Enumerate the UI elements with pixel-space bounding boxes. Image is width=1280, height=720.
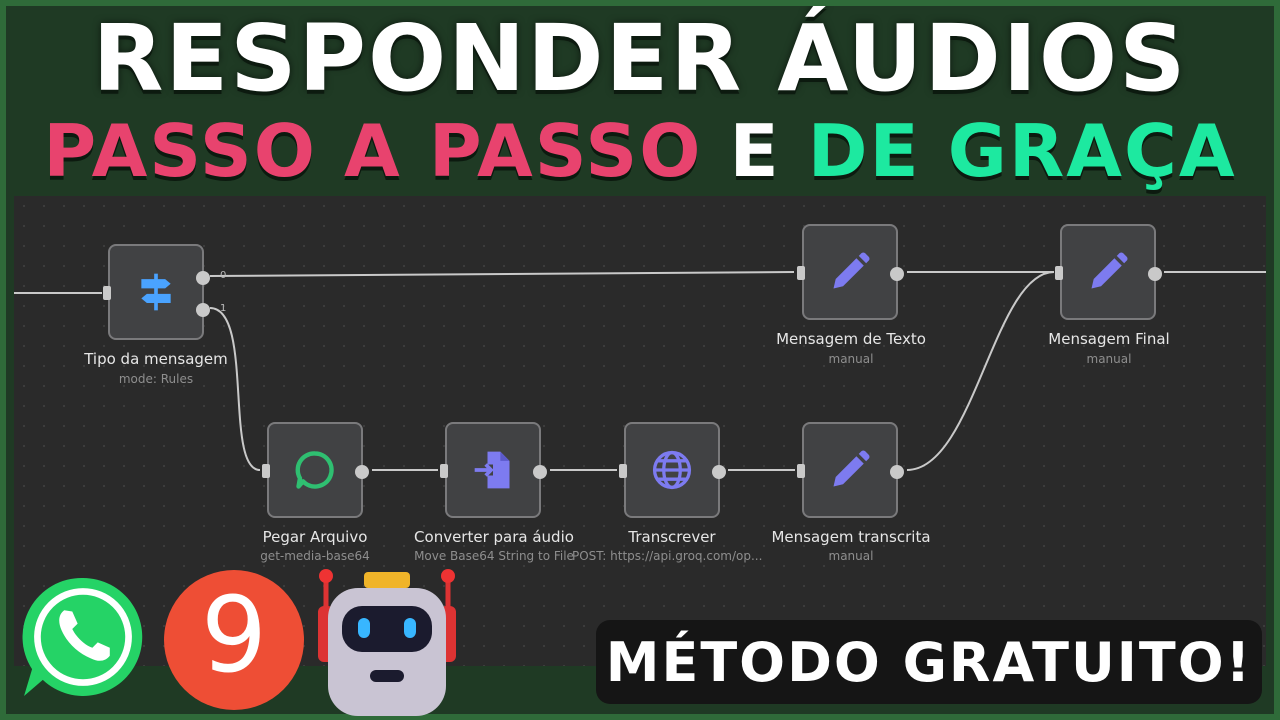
workflow-connections: [14, 271, 1266, 471]
node-sublabel: manual: [828, 549, 874, 563]
output-port-0[interactable]: [196, 271, 210, 285]
signpost-icon: [141, 273, 171, 311]
node-sublabel: manual: [1086, 352, 1132, 366]
node-label: Mensagem Final: [1048, 330, 1170, 348]
input-port[interactable]: [103, 286, 111, 300]
output-port[interactable]: [890, 267, 904, 281]
node-tipo-da-mensagem[interactable]: 0 1: [103, 244, 226, 340]
node-label: Transcrever: [628, 528, 716, 546]
connection-router-0-texto: [209, 271, 795, 277]
input-port[interactable]: [262, 464, 270, 478]
output-port[interactable]: [1148, 267, 1162, 281]
input-port[interactable]: [797, 266, 805, 280]
output-port[interactable]: [712, 465, 726, 479]
node-mensagem-de-texto[interactable]: [797, 224, 904, 320]
headline-passo-a-passo: PASSO A PASSO: [43, 109, 703, 193]
node-mensagem-transcrita[interactable]: [797, 422, 904, 518]
output-port[interactable]: [533, 465, 547, 479]
node-transcrever[interactable]: [619, 422, 726, 518]
output-port-1[interactable]: [196, 303, 210, 317]
metodo-gratuito-badge: MÉTODO GRATUITO!: [596, 620, 1262, 704]
pencil-icon: [833, 450, 870, 487]
node-sublabel: POST: https://api.groq.com/op...: [572, 549, 763, 563]
whatsapp-logo-icon: [22, 578, 143, 696]
file-import-icon: [474, 451, 510, 489]
output-label-0: 0: [220, 270, 227, 281]
headline-line1: RESPONDER ÁUDIOS: [92, 5, 1188, 112]
node-label: Mensagem transcrita: [771, 528, 931, 546]
node-label: Pegar Arquivo: [262, 528, 368, 546]
node-label: Tipo da mensagem: [84, 350, 228, 368]
node-mensagem-final[interactable]: [1055, 224, 1162, 320]
input-port[interactable]: [440, 464, 448, 478]
output-port[interactable]: [890, 465, 904, 479]
connection-router-1-pegar: [209, 307, 261, 471]
pencil-icon: [833, 252, 870, 289]
pencil-icon: [1091, 252, 1128, 289]
output-label-1: 1: [220, 303, 227, 314]
connection-transcrita-final: [906, 271, 1055, 471]
node-sublabel: manual: [828, 352, 874, 366]
n8n-logo-glyph: 9: [200, 574, 268, 696]
node-sublabel: mode: Rules: [118, 372, 194, 386]
globe-icon: [652, 450, 692, 490]
headline-e: E: [729, 109, 781, 193]
node-sublabel: get-media-base64: [260, 549, 370, 563]
input-port[interactable]: [619, 464, 627, 478]
chat-bubble-icon: [295, 451, 334, 489]
node-sublabel: Move Base64 String to File: [414, 549, 574, 563]
node-converter-para-audio[interactable]: [440, 422, 547, 518]
input-port[interactable]: [797, 464, 805, 478]
node-label: Converter para áudio: [414, 528, 574, 546]
n8n-logo-icon: 9: [164, 570, 304, 710]
output-port[interactable]: [355, 465, 369, 479]
input-port[interactable]: [1055, 266, 1063, 280]
headline-de-graca: DE GRAÇA: [807, 109, 1237, 193]
robot-icon: [318, 569, 456, 716]
headline-line2: PASSO A PASSO E DE GRAÇA: [0, 109, 1280, 193]
node-pegar-arquivo[interactable]: [262, 422, 369, 518]
node-label: Mensagem de Texto: [776, 330, 926, 348]
